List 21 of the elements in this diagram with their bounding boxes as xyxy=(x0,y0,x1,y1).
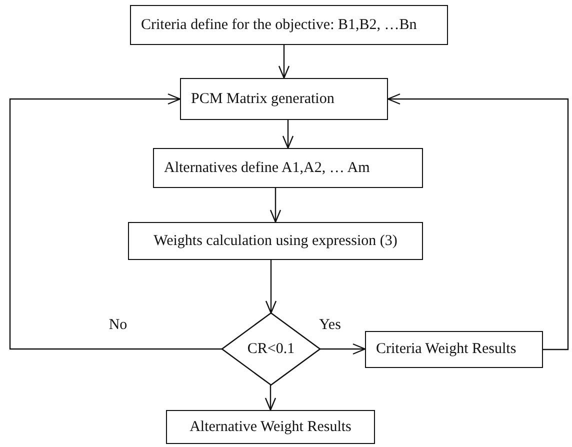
process-box xyxy=(166,410,375,444)
arrow xyxy=(265,260,277,314)
box-text: Criteria Weight Results xyxy=(376,341,516,358)
arrow xyxy=(320,343,366,355)
arrow xyxy=(9,93,222,350)
box-text: Criteria define for the objective: B1,B2, …Bn xyxy=(141,16,417,34)
box-text: Alternatives define A1,A2, … Am xyxy=(164,160,370,176)
arrow xyxy=(282,120,294,149)
process-box xyxy=(130,5,448,45)
process-box xyxy=(180,78,388,120)
process-box xyxy=(128,222,423,260)
arrow xyxy=(387,93,569,350)
process-box xyxy=(365,331,543,368)
arrow xyxy=(264,385,276,411)
box-text: Alternative Weight Results xyxy=(190,418,352,436)
box-text: PCM Matrix generation xyxy=(191,90,334,108)
process-box xyxy=(153,148,423,188)
arrow xyxy=(278,45,290,79)
decision-text: CR<0.1 xyxy=(247,340,295,358)
box-text: Weights calculation using expression (3) xyxy=(154,232,398,250)
arrow xyxy=(270,188,282,223)
